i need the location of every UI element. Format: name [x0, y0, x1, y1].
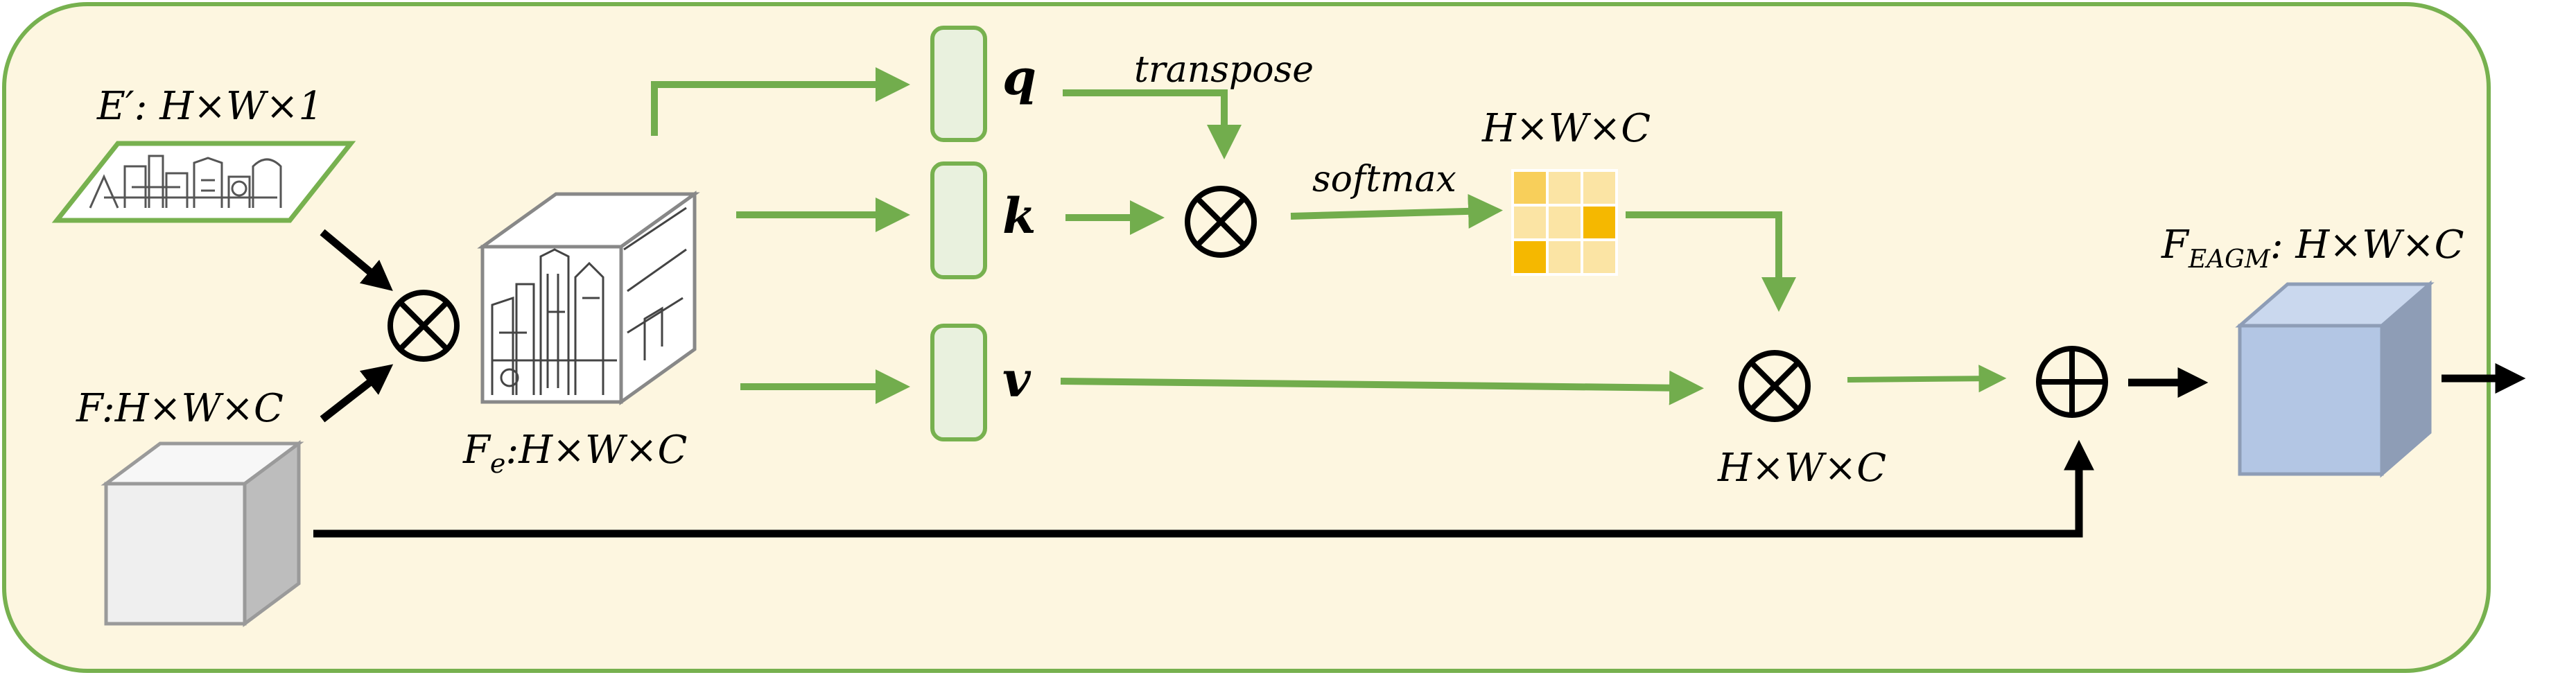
transpose-label: transpose: [1134, 49, 1314, 91]
attention-map-cell: [1549, 241, 1581, 273]
fused-cube-front: [480, 245, 623, 404]
weighted-to-add-arrow: [1847, 365, 2007, 393]
query-label: q: [1002, 49, 1036, 106]
edge-map-sketch: [89, 155, 282, 209]
value-box: [930, 324, 987, 441]
value-label: v: [1002, 351, 1032, 408]
multiply-operator-weighting: [1739, 350, 1811, 422]
multiply-operator-fusion: [388, 290, 460, 362]
fused-feature-dims: :H×W×C: [505, 428, 687, 473]
feature-cube-front: [104, 482, 247, 626]
output-feature-subscript: EAGM: [2188, 245, 2271, 274]
q-transpose-arrow: [1063, 89, 1242, 159]
output-cube-front: [2238, 324, 2384, 476]
attention-map-cell: [1549, 207, 1581, 238]
key-box: [930, 161, 987, 279]
key-label: k: [1002, 187, 1036, 245]
value-projection: v: [930, 324, 1032, 441]
output-feature-symbol: F: [2161, 222, 2190, 268]
fused-cube-sketch: [491, 207, 687, 395]
edge-map-label: E′: H×W×1: [96, 84, 323, 129]
fused-feature-label: Fe:H×W×C: [462, 428, 687, 479]
attention-map-cell: [1583, 172, 1615, 204]
weighted-output-dims: H×W×C: [1717, 446, 1886, 491]
fused-feature-subscript: e: [490, 448, 506, 479]
add-operator: [2036, 346, 2108, 418]
attention-map-cell: [1549, 172, 1581, 204]
attention-map-cell: [1583, 207, 1615, 238]
softmax-label: softmax: [1312, 159, 1456, 200]
attention-map-cell: [1514, 172, 1546, 204]
feature-input-cube: F:H×W×C: [76, 386, 304, 627]
query-box: [930, 26, 987, 142]
fused-feature-cube: Fe:H×W×C: [462, 191, 700, 479]
edge-to-multiply-arrow: [320, 229, 393, 291]
multiply-operator-attention: [1185, 186, 1257, 258]
softmax-arrow: [1290, 193, 1503, 229]
output-feature-cube: FEAGM: H×W×C: [2161, 222, 2464, 478]
output-feature-label: FEAGM: H×W×C: [2161, 222, 2464, 274]
feature-input-label: F:H×W×C: [76, 386, 284, 431]
attention-map-cell: [1583, 241, 1615, 273]
attention-map-dims: H×W×C: [1481, 106, 1651, 151]
attention-to-multiply-arrow: [1626, 211, 1796, 312]
fused-feature-symbol: F: [462, 428, 491, 473]
module-panel: [2, 2, 2491, 673]
edge-map-input: E′: H×W×1: [51, 84, 356, 223]
residual-skip-arrow: [313, 439, 2094, 538]
key-projection: k: [930, 161, 1036, 279]
fused-to-q-arrow: [651, 67, 910, 136]
query-projection: q: [930, 26, 1036, 142]
attention-map: [1511, 169, 1618, 276]
output-feature-dims: : H×W×C: [2270, 222, 2464, 268]
feature-to-multiply-arrow: [320, 364, 394, 423]
attention-map-cell: [1514, 207, 1546, 238]
v-to-multiply-arrow: [1060, 370, 1704, 405]
attention-map-cell: [1514, 241, 1546, 273]
